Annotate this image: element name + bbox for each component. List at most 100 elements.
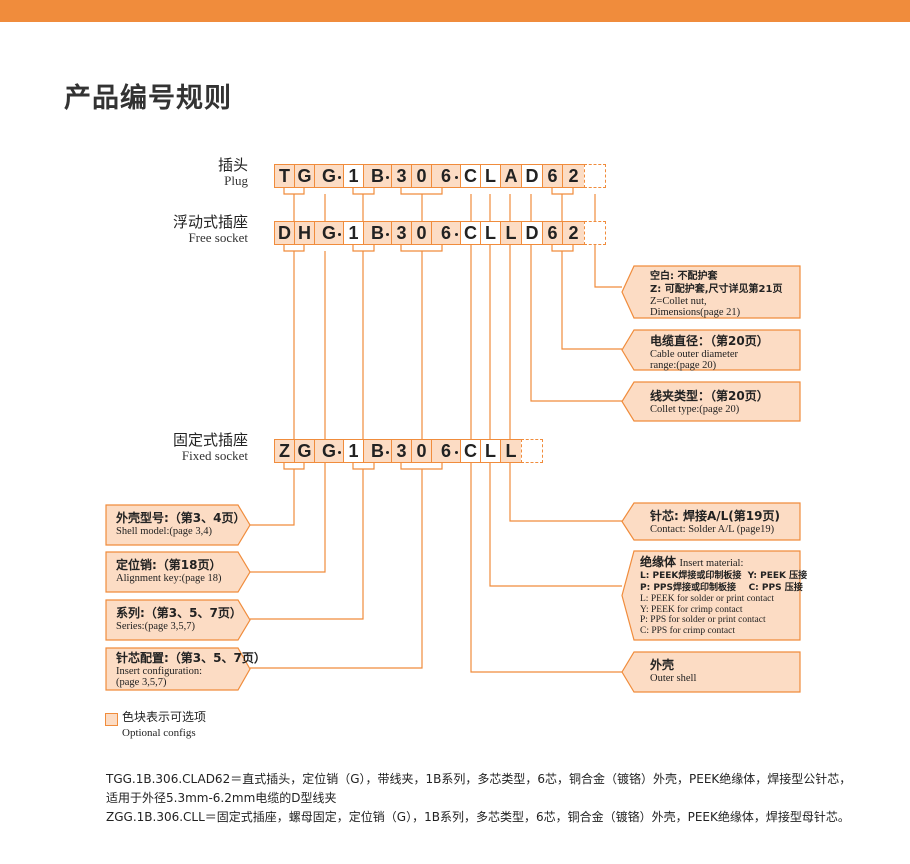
optional-legend-swatch (105, 713, 118, 726)
bracket (551, 188, 574, 195)
callout-en: Shell model:(page 3,4) (116, 526, 212, 537)
code-cell: Z (274, 439, 295, 463)
callout-box (621, 265, 801, 319)
code-cell: L (480, 164, 501, 188)
code-cell: D (521, 164, 543, 188)
code-cell: C (460, 221, 481, 245)
bracket (400, 188, 443, 195)
material-en-line: Y: PEEK for crimp contact (640, 604, 743, 615)
callout-en: range:(page 20) (650, 360, 717, 371)
code-cell: L (480, 439, 501, 463)
code-cell: C (460, 164, 481, 188)
callout-contact: 针芯: 焊接A/L(第19页) Contact: Solder A/L (pag… (650, 509, 780, 535)
bracket (352, 463, 375, 470)
code-cell: 3 (391, 439, 412, 463)
legend-label-en: Optional configs (122, 727, 196, 739)
code-cell: A (500, 164, 522, 188)
material-line: C: PPS 压接 (748, 583, 803, 593)
example-note-1-cont: 适用于外径5.3mm-6.2mm电缆的D型线夹 (106, 791, 337, 805)
code-cell: L (480, 221, 501, 245)
callout-cn: 外壳 (650, 658, 675, 672)
code-cell: 1 (343, 221, 364, 245)
callout-en: Collet type:(page 20) (650, 404, 740, 415)
bracket (400, 245, 443, 252)
code-cell: C (460, 439, 481, 463)
optional-empty-cell (584, 221, 606, 245)
code-cell: L (500, 439, 522, 463)
code-cell: 6 (542, 164, 563, 188)
bracket (352, 188, 375, 195)
connector-line (250, 469, 295, 526)
material-en-line: P: PPS for solder or print contact (640, 615, 766, 625)
connector-line (470, 463, 622, 673)
row-label-en: Plug (224, 173, 248, 188)
page-title: 产品编号规则 (64, 83, 232, 114)
row-label-en: Free socket (188, 230, 248, 245)
callout-en: Alignment key:(page 18) (116, 573, 222, 584)
code-cell: L (500, 221, 522, 245)
bracket (551, 245, 574, 252)
callout-outer-shell: 外壳 Outer shell (650, 658, 696, 684)
code-cell: 0 (411, 439, 432, 463)
separator-dot (337, 451, 341, 454)
code-cell: T (274, 164, 295, 188)
connector-line (250, 463, 326, 573)
callout-collet-nut: 空白: 不配护套 Z: 可配护套,尺寸详见第21页 Z=Collet nut, … (650, 270, 782, 318)
code-cell: 6 (431, 164, 461, 188)
callout-en: Series:(page 3,5,7) (116, 621, 196, 632)
code-cell: G (294, 164, 315, 188)
separator-dot (454, 233, 458, 236)
optional-empty-cell (584, 164, 606, 188)
callout-box (105, 551, 251, 593)
callout-collet-type: 线夹类型：（第20页） Collet type:(page 20) (650, 389, 769, 415)
callout-insert-material: 绝缘体 Insert material: L: PEEK焊接或印制板接 Y: P… (640, 555, 807, 636)
callout-box (105, 599, 251, 641)
callout-en: Cable outer diameter (650, 349, 739, 360)
connector-line (489, 463, 622, 587)
callout-box (621, 651, 801, 693)
callout-cable-diameter: 电缆直径：（第20页） Cable outer diameter range:(… (650, 334, 769, 371)
callout-en: Dimensions(page 21) (650, 307, 741, 318)
connector-line (561, 251, 622, 350)
callout-series: 系列:（第3、5、7页） Series:(page 3,5,7) (116, 606, 242, 632)
material-line: L: PEEK焊接或印制板接 (640, 571, 742, 581)
code-cell: G (294, 439, 315, 463)
separator-dot (337, 233, 341, 236)
row-label-cn: 浮动式插座 (172, 213, 248, 231)
callout-shell-model: 外壳型号:（第3、4页） Shell model:(page 3,4) (116, 511, 246, 537)
material-line: P: PPS焊接或印制板接 (640, 583, 737, 593)
material-en-line: L: PEEK for solder or print contact (640, 594, 775, 604)
code-cell: 2 (562, 164, 585, 188)
separator-dot (337, 176, 341, 179)
callout-cn: 定位销:（第18页） (116, 558, 222, 572)
connector-line (530, 245, 622, 402)
callout-alignment-key: 定位销:（第18页） Alignment key:(page 18) (116, 558, 222, 584)
callout-box (105, 647, 251, 691)
code-cell: D (274, 221, 295, 245)
row-label-cn: 插头 (217, 156, 248, 174)
row-label-en: Fixed socket (181, 448, 248, 463)
code-cell: 6 (431, 221, 461, 245)
row-label-cn: 固定式插座 (172, 431, 248, 449)
separator-dot (385, 176, 389, 179)
connector-line (250, 469, 423, 669)
callout-cn: 空白: 不配护套 (650, 271, 718, 282)
code-cell: 6 (542, 221, 563, 245)
separator-dot (385, 451, 389, 454)
connector-line (594, 245, 622, 288)
legend-label-cn: 色块表示可选项 (122, 710, 207, 724)
code-cell: 3 (391, 221, 412, 245)
callout-cn: 绝缘体 (640, 555, 677, 569)
bracket (283, 188, 305, 195)
code-cell: 3 (391, 164, 412, 188)
material-en-line: C: PPS for crimp contact (640, 625, 735, 636)
callout-box (621, 381, 801, 422)
callout-box (621, 550, 801, 641)
code-cell: H (294, 221, 315, 245)
callout-box (621, 329, 801, 371)
bracket (283, 463, 305, 470)
